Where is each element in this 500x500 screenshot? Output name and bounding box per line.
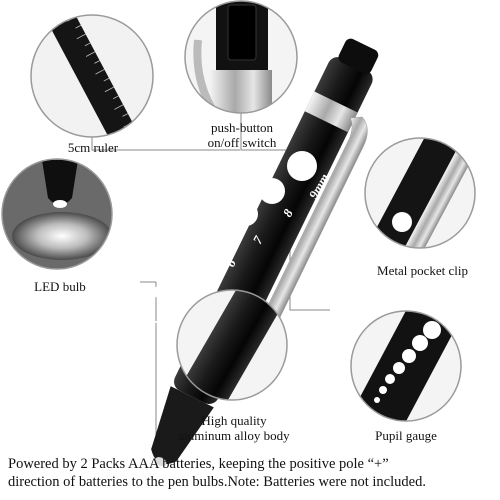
gauge-num-5: 5 xyxy=(199,274,215,288)
alloy-label-line1: High quality xyxy=(201,413,267,428)
ruler-callout xyxy=(30,14,154,138)
bulb-callout xyxy=(1,158,113,270)
pupil-label-text: Pupil gauge xyxy=(375,428,437,443)
switch-callout xyxy=(184,0,298,114)
ruler-label: 5cm ruler xyxy=(47,140,139,155)
bulb-label: LED bulb xyxy=(20,279,100,294)
switch-leader xyxy=(240,113,290,151)
switch-label: push-button on/off switch xyxy=(186,120,298,150)
pen-pupil-dots xyxy=(133,151,317,322)
ruler-label-text: 5cm ruler xyxy=(67,140,119,155)
clip-label: Metal pocket clip xyxy=(360,263,485,278)
switch-label-line1: push-button xyxy=(210,120,274,135)
battery-note: Powered by 2 Packs AAA batteries, keepin… xyxy=(8,455,496,491)
clip-callout xyxy=(364,137,476,249)
metal-band xyxy=(304,91,358,133)
switch-label-line2: on/off switch xyxy=(207,135,277,150)
battery-note-line1: Powered by 2 Packs AAA batteries, keepin… xyxy=(8,456,389,472)
pupil-label: Pupil gauge xyxy=(360,428,452,443)
alloy-callout xyxy=(176,289,288,401)
battery-note-line2: direction of batteries to the pen bulbs.… xyxy=(8,474,426,490)
clip-label-text: Metal pocket clip xyxy=(377,263,468,278)
alloy-label-line2: aluminum alloy body xyxy=(178,428,290,443)
pen-bulb xyxy=(155,457,167,466)
ruler-leader xyxy=(91,137,240,151)
gauge-num-3: 3 xyxy=(163,306,180,320)
pen-cap xyxy=(338,38,379,74)
alloy-label: High quality aluminum alloy body xyxy=(168,413,300,443)
gauge-num-2: 2 xyxy=(149,318,166,332)
gauge-num-4: 4 xyxy=(179,290,196,304)
bulb-label-text: LED bulb xyxy=(34,279,86,294)
pen-tip xyxy=(151,386,214,465)
